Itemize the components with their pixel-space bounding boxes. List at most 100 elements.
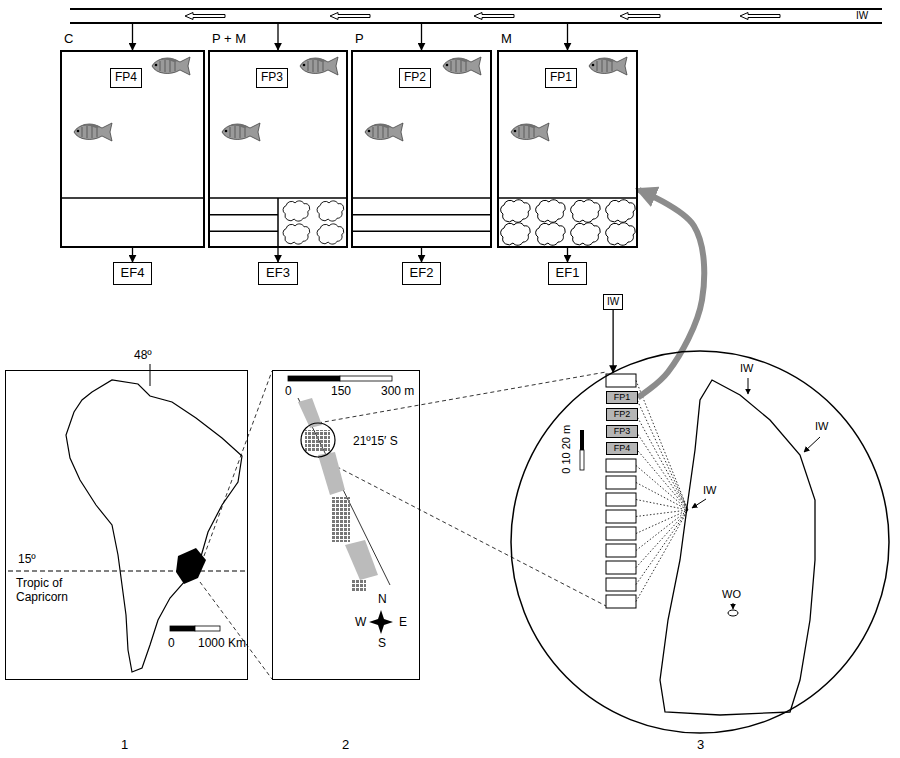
site-map: [340, 376, 392, 381]
site-map: [298, 398, 390, 585]
flow-arrow: [612, 310, 613, 373]
pond-column: [606, 476, 636, 489]
pond-column: [606, 493, 636, 506]
flow-arrow: [421, 248, 422, 262]
fish-icon: [365, 123, 403, 141]
pond-column: [606, 374, 636, 387]
drain-leader-line: [636, 510, 688, 534]
site-map: [301, 423, 335, 457]
node-label: FP2: [404, 71, 426, 85]
macrophyte-blob: [317, 201, 344, 221]
flow-arrow: [277, 24, 278, 50]
map-label: IW: [740, 362, 753, 375]
map-label: 48º: [134, 349, 152, 363]
panel-number: 1: [121, 738, 128, 753]
drain-leader-line: [636, 500, 688, 511]
inflow-box: IW: [603, 294, 623, 310]
filter-section: [60, 197, 205, 199]
pond-column: [606, 595, 636, 608]
map-label: W: [355, 616, 366, 630]
macrophyte-blob: [536, 223, 566, 245]
site-map: [288, 376, 393, 634]
node-label: FP1: [607, 392, 637, 403]
pond-box: FP2: [606, 408, 638, 421]
map-label: IW: [703, 484, 716, 497]
node-label: FP4: [115, 71, 137, 85]
drain-leader-line: [636, 510, 688, 517]
effluent-box: EF3: [258, 262, 298, 285]
fish-icon: [300, 57, 338, 75]
south-america-map: [195, 626, 220, 631]
pipe-flow-arrow: [740, 13, 780, 20]
flow-arrow: [567, 24, 568, 50]
pond-column: [606, 578, 636, 591]
flow-arrow: [132, 248, 133, 262]
site-map: [288, 376, 340, 381]
pipe-flow-arrow: [620, 13, 660, 20]
map-label: 0 10 20 m: [560, 419, 573, 479]
effluent-box: EF1: [548, 262, 588, 285]
site-map: [369, 610, 393, 634]
node-label: IW: [607, 296, 619, 308]
site-map: [318, 452, 345, 495]
map-panel: 0150300 m21º15′ SNWES: [272, 370, 420, 680]
south-america-map: [8, 364, 246, 672]
fish-tank: PFP2: [351, 50, 492, 248]
macrophyte-blob: [283, 201, 310, 221]
drain-leader-line: [636, 483, 688, 511]
macrophyte-blob: [536, 200, 566, 222]
inset-ellipse-outline: [511, 351, 889, 733]
drain-leader-line: [636, 510, 688, 585]
projection-line: [200, 582, 272, 679]
inflow-arrow: [804, 437, 820, 452]
map-label: P + M: [212, 32, 246, 47]
site-map: [332, 497, 350, 542]
pipe-flow-arrow: [185, 13, 780, 20]
drain-leader-line: [636, 381, 688, 602]
filter-section: [497, 197, 638, 199]
map-label: 300 m: [381, 385, 414, 399]
drain-leader-line: [636, 415, 688, 511]
map-panel: 48º15ºTropic of Capricorn01000 Km: [5, 370, 248, 680]
flow-arrow: [421, 24, 422, 50]
pond-column: [606, 544, 636, 557]
map-label: S: [378, 637, 386, 651]
drain-leader-line: [636, 466, 688, 511]
map-label: N: [378, 593, 387, 607]
drain-leader-line: [636, 510, 688, 568]
site-map: [345, 540, 378, 580]
node-label: FP4: [607, 443, 637, 454]
pipe-flow-arrow: [185, 13, 225, 20]
map-label: M: [501, 32, 512, 47]
inflow-arrow: [733, 603, 734, 609]
map-label: IW: [856, 10, 868, 22]
pond-box: FP1: [606, 391, 638, 404]
map-label: Tropic of Capricorn: [16, 577, 96, 605]
inset-ellipse: IWIWIWWO0 10 20 mFP1FP2FP3FP4: [510, 350, 890, 734]
macrophyte-blob: [501, 223, 531, 245]
tank-label-box: FP4: [110, 68, 142, 88]
south-america-map: [150, 364, 151, 386]
map-label: P: [355, 32, 364, 47]
inflow-arrow: [748, 378, 749, 394]
inflow-arrow: [692, 378, 820, 609]
map-label: 0: [285, 385, 292, 399]
macrophyte-blob: [501, 200, 531, 222]
scale-bar: [580, 450, 584, 470]
macrophyte-blob: [283, 224, 310, 244]
south-america-map: [176, 548, 206, 584]
drain-leader-line: [636, 449, 688, 511]
macrophyte-blob: [606, 223, 636, 245]
projection-line: [318, 372, 606, 423]
node-label: EF1: [556, 266, 580, 281]
map-label: 0: [168, 637, 175, 651]
drain-leader-line: [636, 381, 688, 511]
macrophyte-blob: [606, 200, 636, 222]
map-label: 150: [331, 385, 351, 399]
panel-number: 3: [697, 738, 704, 753]
map-label: IW: [815, 420, 828, 433]
filter-section: [351, 231, 492, 233]
macrophyte-blob: [283, 200, 635, 245]
drain-leader-line: [636, 510, 688, 602]
